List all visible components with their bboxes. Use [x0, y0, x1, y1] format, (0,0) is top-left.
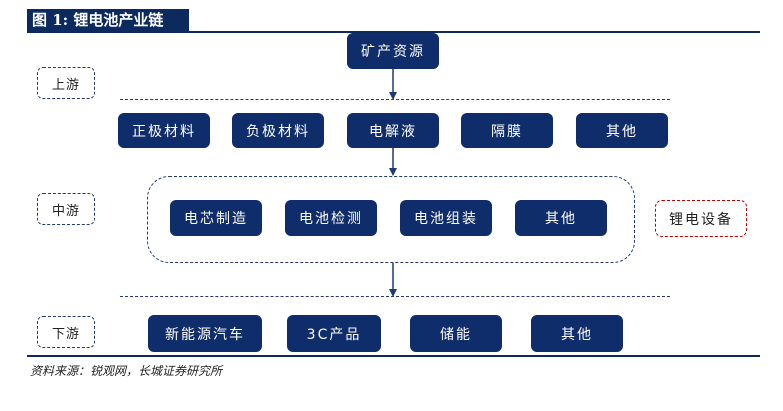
source-note: 资料来源：锐观网，长城证券研究所 [30, 364, 223, 378]
stage-midstream: 中游 [37, 193, 95, 225]
node-material-0: 正极材料 [118, 113, 210, 148]
node-application-2: 储能 [410, 315, 502, 352]
stage-upstream: 上游 [37, 67, 95, 99]
header-rule [27, 31, 760, 33]
footer-rule [27, 355, 760, 357]
node-manufacturing-2: 电池组装 [400, 200, 492, 236]
stage-downstream: 下游 [37, 316, 95, 348]
node-material-3: 隔膜 [461, 113, 553, 148]
node-material-4: 其他 [576, 113, 668, 148]
node-manufacturing-1: 电池检测 [285, 200, 377, 236]
node-material-2: 电解液 [347, 113, 439, 148]
node-mineral-resources: 矿产资源 [347, 33, 439, 69]
node-application-3: 其他 [531, 315, 623, 352]
node-application-1: 3C产品 [287, 315, 381, 352]
node-material-1: 负极材料 [232, 113, 324, 148]
node-application-0: 新能源汽车 [148, 315, 262, 352]
midstream-container [147, 176, 635, 263]
node-lithium-equipment: 锂电设备 [655, 200, 747, 237]
node-manufacturing-3: 其他 [515, 200, 607, 236]
node-manufacturing-0: 电芯制造 [170, 200, 262, 236]
figure-title: 图 1: 锂电池产业链 [27, 9, 189, 31]
